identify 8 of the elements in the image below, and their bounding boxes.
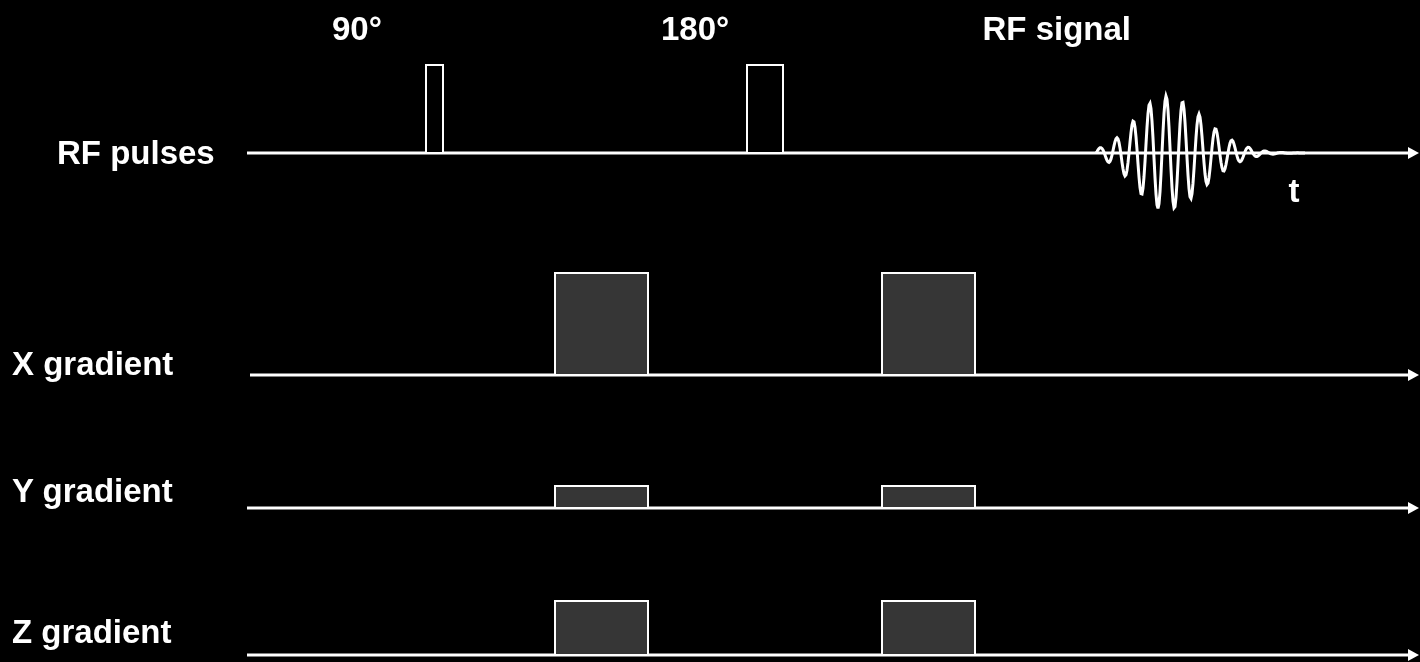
signal-label: RF signal: [982, 10, 1132, 48]
pulse-angle-label: 90°: [332, 10, 382, 48]
axis-label: RF pulses: [57, 134, 215, 172]
axis-label: Y gradient: [12, 472, 173, 510]
axis-label: X gradient: [12, 345, 174, 383]
pulse-angle-label: 180°: [661, 10, 730, 48]
time-label: t: [1288, 172, 1300, 210]
axis-label: Z gradient: [12, 613, 172, 651]
